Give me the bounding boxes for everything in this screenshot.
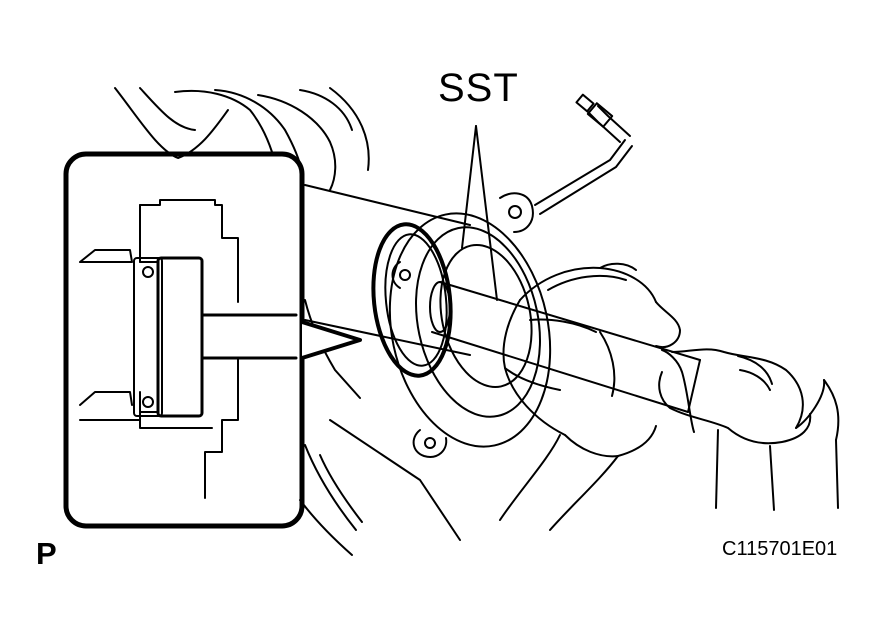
brake-tube (534, 93, 633, 215)
figure-code-label: C115701E01 (722, 538, 838, 560)
sst-label: SST (438, 66, 519, 110)
inset-detail (63, 151, 362, 529)
bearing-ring (371, 222, 453, 378)
left-hand (499, 262, 681, 531)
axle-hub-flange (388, 192, 552, 458)
lower-knuckle (299, 419, 461, 556)
right-hand (658, 348, 840, 511)
sst-tool-bar (429, 281, 701, 413)
suspension-background (114, 87, 370, 301)
view-marker-label: P (36, 536, 57, 571)
sst-pointer (461, 125, 498, 301)
